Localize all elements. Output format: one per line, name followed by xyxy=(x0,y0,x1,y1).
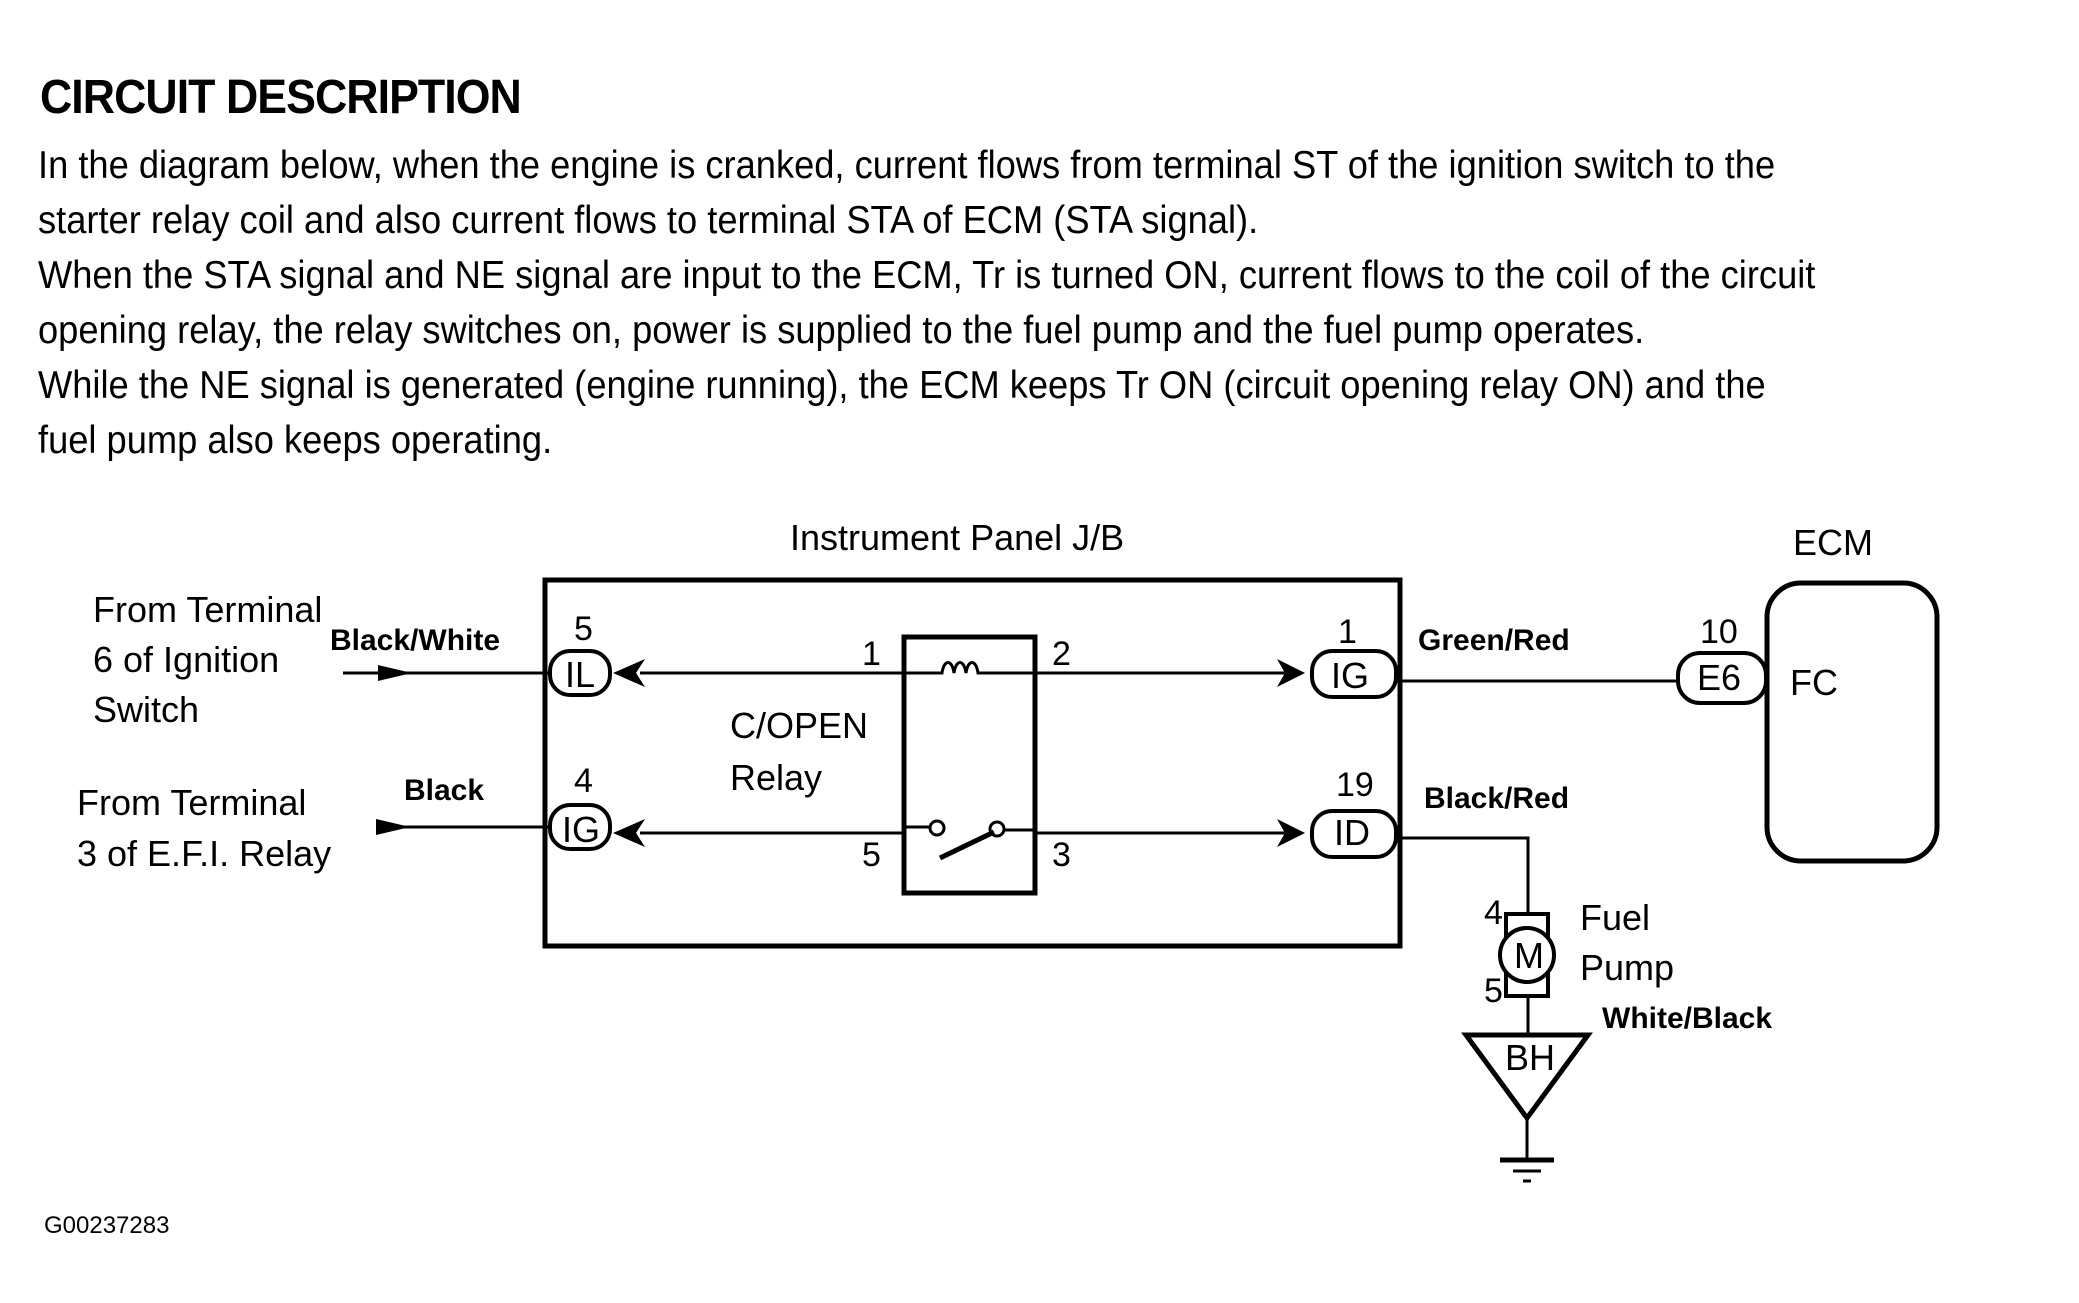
connector-arrow-icon xyxy=(613,819,645,847)
ecm-label: ECM xyxy=(1793,522,1873,563)
pin-number: 1 xyxy=(1338,613,1357,651)
input-ignition-switch: From Terminal 6 of Ignition Switch Black… xyxy=(93,589,645,730)
description-line: While the NE signal is generated (engine… xyxy=(38,364,1766,407)
connector-arrow-icon xyxy=(613,659,645,687)
junction-block-label: Instrument Panel J/B xyxy=(790,517,1124,558)
circuit-opening-relay: C/OPEN Relay 1 2 5 3 xyxy=(730,634,1071,896)
ecm: ECM 10 E6 FC xyxy=(1676,522,1940,864)
connector-label: E6 xyxy=(1697,657,1741,698)
description-line: fuel pump also keeps operating. xyxy=(38,419,553,462)
circuit-description: In the diagram below, when the engine is… xyxy=(38,138,1907,468)
wire-color-label: Black/Red xyxy=(1424,782,1569,815)
motor-icon xyxy=(1498,926,1556,984)
arrow-icon xyxy=(378,665,412,681)
connector-label: ID xyxy=(1334,812,1370,853)
description-line: When the STA signal and NE signal are in… xyxy=(38,254,1816,297)
fuel-pump-label: Pump xyxy=(1580,947,1674,988)
wire xyxy=(1400,836,1530,918)
pin-number: 5 xyxy=(574,610,593,648)
connector-label: IG xyxy=(1331,655,1369,696)
description-line: opening relay, the relay switches on, po… xyxy=(38,309,1645,352)
relay-label: C/OPEN xyxy=(730,705,868,746)
source-label-line: 3 of E.F.I. Relay xyxy=(77,833,331,874)
connector-label: IG xyxy=(562,809,600,850)
section-title: CIRCUIT DESCRIPTION xyxy=(40,71,522,124)
ground-triangle-icon xyxy=(1461,1032,1593,1123)
connector-ID xyxy=(1310,809,1398,859)
source-label-line: From Terminal xyxy=(93,589,322,630)
fuel-pump-label: Fuel xyxy=(1580,897,1650,938)
relay-pin: 3 xyxy=(1052,836,1071,874)
output-ig: 1 IG Green/Red xyxy=(1277,613,1680,699)
motor-symbol: M xyxy=(1514,935,1544,976)
pin-number: 5 xyxy=(1484,972,1503,1010)
relay-pin: 5 xyxy=(862,836,881,874)
relay-coil-icon xyxy=(905,661,1035,675)
connector-IG xyxy=(1310,649,1398,699)
output-id: 19 ID Black/Red xyxy=(1277,766,1569,918)
ground-label: BH xyxy=(1505,1037,1555,1078)
description-line: starter relay coil and also current flow… xyxy=(38,199,1259,242)
description-line: In the diagram below, when the engine is… xyxy=(38,144,1776,187)
wire-color-label: Black/White xyxy=(330,624,500,657)
connector-arrow-icon xyxy=(1277,819,1305,847)
relay-switch-icon xyxy=(938,829,996,861)
relay-pin: 1 xyxy=(862,635,881,673)
switch-contact-icon xyxy=(928,819,946,837)
connector-IG xyxy=(548,803,612,851)
source-label-line: 6 of Ignition xyxy=(93,639,279,680)
pin-number: 4 xyxy=(574,762,593,800)
connector-label: IL xyxy=(565,654,595,695)
source-label-line: Switch xyxy=(93,689,199,730)
connector-IL xyxy=(548,649,612,697)
junction-block-box xyxy=(542,577,1403,949)
connector-arrow-icon xyxy=(1277,659,1305,687)
ecm-terminal-label: FC xyxy=(1790,662,1838,703)
fuel-pump: 4 5 M Fuel Pump White/Black xyxy=(1484,894,1772,1035)
arrow-icon xyxy=(376,819,410,835)
source-label-line: From Terminal xyxy=(77,782,306,823)
ecm-box xyxy=(1764,580,1940,864)
ground-point: BH xyxy=(1461,1032,1593,1183)
figure-id: G00237283 xyxy=(44,1212,170,1239)
pin-number: 19 xyxy=(1336,766,1374,804)
relay-label: Relay xyxy=(730,757,822,798)
pin-number: 10 xyxy=(1700,613,1738,651)
wire-color-label: Green/Red xyxy=(1418,624,1570,657)
input-efi-relay: From Terminal 3 of E.F.I. Relay Black 4 … xyxy=(77,762,645,874)
wire-color-label: White/Black xyxy=(1602,1002,1772,1035)
wire-color-label: Black xyxy=(404,774,484,807)
pin-number: 4 xyxy=(1484,894,1503,932)
relay-pin: 2 xyxy=(1052,635,1071,673)
relay-box xyxy=(901,634,1038,896)
connector-E6 xyxy=(1676,651,1768,705)
